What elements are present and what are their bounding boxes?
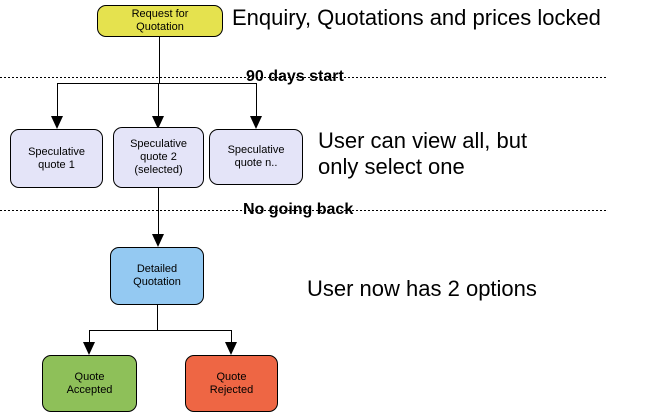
- node-quote-accepted: Quote Accepted: [42, 355, 137, 412]
- connector-line: [57, 83, 257, 84]
- arrowhead: [250, 116, 262, 129]
- node-detailed-quotation: Detailed Quotation: [110, 247, 204, 305]
- annotation-enquiry-locked: Enquiry, Quotations and prices locked: [232, 5, 601, 30]
- connector-line: [231, 330, 232, 342]
- connector-line: [57, 83, 58, 116]
- arrowhead: [152, 116, 164, 129]
- node-speculative-quote-2-selected: Speculative quote 2 (selected): [113, 127, 204, 188]
- node-speculative-quote-1: Speculative quote 1: [10, 129, 103, 188]
- arrowhead: [51, 116, 63, 129]
- connector-line: [158, 83, 159, 116]
- divider-label-no-going-back: No going back: [243, 201, 354, 218]
- divider-line-no-going-back: [0, 210, 607, 211]
- connector-line: [256, 83, 257, 116]
- arrowhead: [152, 234, 164, 247]
- connector-line: [89, 330, 232, 331]
- node-label-detailed: Detailed Quotation: [133, 263, 181, 288]
- arrowhead: [83, 342, 95, 355]
- node-label-specn: Speculative quote n..: [227, 144, 285, 169]
- node-request-for-quotation: Request for Quotation: [97, 5, 223, 37]
- divider-line-90-days: [0, 77, 607, 78]
- node-label-request: Request for Quotation: [131, 8, 189, 33]
- connector-line: [158, 188, 159, 234]
- arrowhead: [225, 342, 237, 355]
- node-label-rejected: Quote Rejected: [209, 370, 254, 396]
- connector-line: [159, 37, 160, 83]
- divider-label-90-days: 90 days start: [246, 68, 344, 85]
- node-label-spec1: Speculative quote 1: [28, 145, 85, 171]
- node-quote-rejected: Quote Rejected: [185, 355, 278, 412]
- node-speculative-quote-n: Speculative quote n..: [209, 129, 303, 185]
- node-label-accepted: Quote Accepted: [66, 370, 113, 396]
- annotation-two-options: User now has 2 options: [307, 276, 537, 301]
- annotation-view-all: User can view all, but only select one: [318, 128, 528, 179]
- node-label-spec2: Speculative quote 2 (selected): [130, 138, 187, 176]
- connector-line: [89, 330, 90, 342]
- connector-line: [157, 305, 158, 331]
